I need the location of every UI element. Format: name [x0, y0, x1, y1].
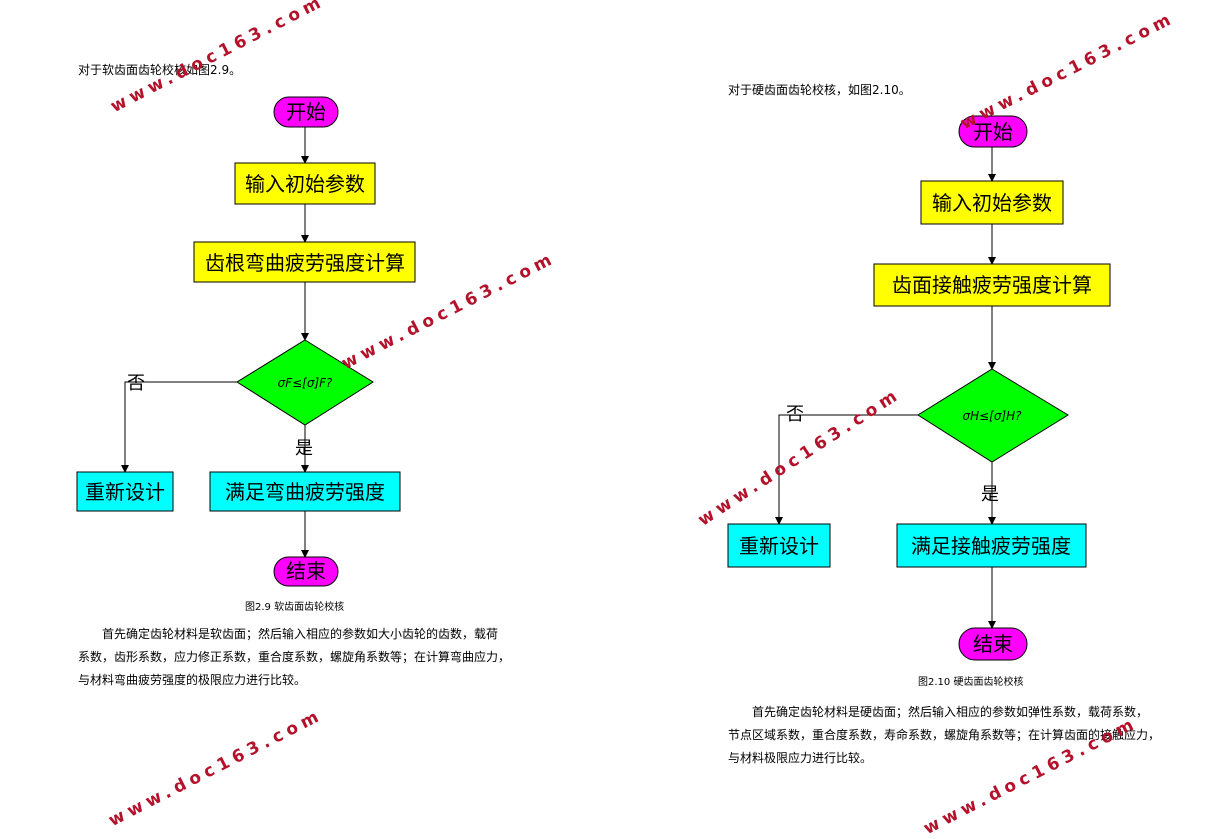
start-terminal: 开始: [273, 96, 339, 128]
svg-text:齿根弯曲疲劳强度计算: 齿根弯曲疲劳强度计算: [205, 251, 405, 275]
end-terminal: 结束: [958, 627, 1028, 661]
paragraph-line: 首先确定齿轮材料是软齿面；然后输入相应的参数如大小齿轮的齿数，载荷: [102, 627, 499, 641]
arrow-decision-to-redesign: [775, 414, 918, 525]
svg-text:满足弯曲疲劳强度: 满足弯曲疲劳强度: [225, 480, 385, 504]
input-params-box: 输入初始参数: [234, 162, 376, 205]
svg-text:结束: 结束: [973, 632, 1013, 656]
svg-text:开始: 开始: [286, 100, 326, 124]
left-page: 对于软齿面齿轮校核如图2.9。 开始 输入初始参数 齿根弯曲疲劳强度计算: [0, 0, 606, 833]
svg-text:满足接触疲劳强度: 满足接触疲劳强度: [911, 534, 1071, 558]
no-label: 否: [127, 373, 145, 394]
right-page: 对于硬齿面齿轮校核，如图2.10。 开始 输入初始参数 齿面接触疲劳强度计算: [606, 0, 1212, 833]
redesign-box: 重新设计: [727, 523, 831, 568]
yes-label: 是: [981, 484, 999, 505]
svg-text:σH≤[σ]H?: σH≤[σ]H?: [962, 409, 1022, 423]
svg-text:开始: 开始: [973, 120, 1013, 144]
paragraph-line: 节点区域系数，重合度系数，寿命系数，螺旋角系数等；在计算齿面的接触应力，: [728, 728, 1161, 742]
svg-text:重新设计: 重新设计: [739, 534, 819, 558]
paragraph-line: 与材料极限应力进行比较。: [728, 751, 873, 765]
flowchart-right: 开始 输入初始参数 齿面接触疲劳强度计算 σH≤[σ]H? 否 是 重新设计 满…: [727, 115, 1111, 661]
svg-text:结束: 结束: [286, 559, 326, 583]
paragraph-line: 系数，齿形系数，应力修正系数，重合度系数，螺旋角系数等；在计算弯曲应力，: [78, 650, 511, 664]
input-params-box: 输入初始参数: [920, 180, 1064, 225]
svg-text:输入初始参数: 输入初始参数: [245, 172, 365, 196]
intro-text-left: 对于软齿面齿轮校核如图2.9。: [78, 63, 242, 77]
no-label: 否: [786, 404, 804, 425]
paragraph-line: 与材料弯曲疲劳强度的极限应力进行比较。: [78, 673, 307, 687]
flowchart-left: 开始 输入初始参数 齿根弯曲疲劳强度计算 σF≤[σ]F? 否 是 重新设计 满…: [76, 96, 416, 587]
decision-diamond: σF≤[σ]F?: [236, 339, 374, 426]
figure-caption-right: 图2.10 硬齿面齿轮校核: [918, 677, 1024, 688]
calc-box: 齿根弯曲疲劳强度计算: [193, 241, 416, 283]
end-terminal: 结束: [273, 556, 339, 587]
svg-text:重新设计: 重新设计: [85, 480, 165, 504]
redesign-box: 重新设计: [76, 471, 174, 512]
start-terminal: 开始: [958, 115, 1028, 148]
calc-box: 齿面接触疲劳强度计算: [873, 263, 1111, 307]
result-box: 满足接触疲劳强度: [896, 523, 1087, 568]
paragraph-line: 首先确定齿轮材料是硬齿面；然后输入相应的参数如弹性系数，载荷系数，: [752, 705, 1149, 719]
arrow-decision-to-redesign: [121, 381, 237, 473]
decision-diamond: σH≤[σ]H?: [917, 368, 1069, 463]
svg-text:齿面接触疲劳强度计算: 齿面接触疲劳强度计算: [892, 273, 1092, 297]
figure-caption-left: 图2.9 软齿面齿轮校核: [245, 602, 345, 613]
intro-text-right: 对于硬齿面齿轮校核，如图2.10。: [728, 83, 911, 97]
svg-text:输入初始参数: 输入初始参数: [932, 191, 1052, 215]
svg-text:σF≤[σ]F?: σF≤[σ]F?: [278, 376, 333, 390]
yes-label: 是: [295, 438, 313, 459]
paragraph-left: 首先确定齿轮材料是软齿面；然后输入相应的参数如大小齿轮的齿数，载荷 系数，齿形系…: [78, 623, 510, 692]
paragraph-right: 首先确定齿轮材料是硬齿面；然后输入相应的参数如弹性系数，载荷系数， 节点区域系数…: [728, 701, 1160, 770]
result-box: 满足弯曲疲劳强度: [209, 471, 401, 512]
